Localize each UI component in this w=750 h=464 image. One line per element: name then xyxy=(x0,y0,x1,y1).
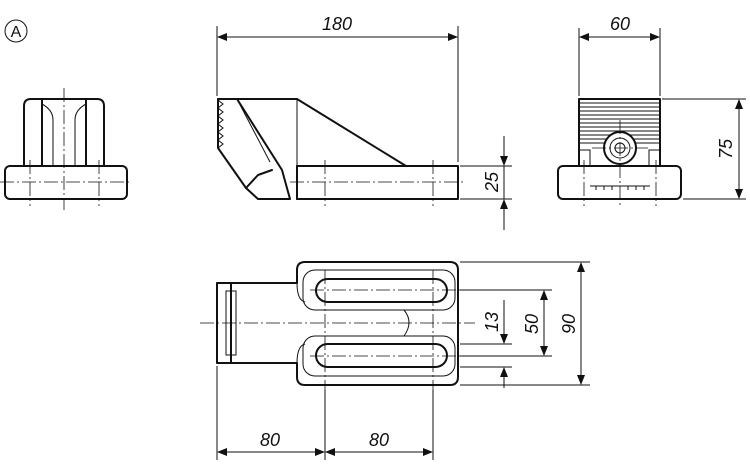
view-a-marker: A xyxy=(4,19,28,43)
plan-view-slot-top xyxy=(315,278,448,303)
front-view-jaw xyxy=(217,98,291,200)
side-view: 60 75 xyxy=(557,14,746,206)
view-a-circle xyxy=(4,19,28,43)
left-end-view xyxy=(0,88,130,210)
side-view-notch-right xyxy=(648,149,660,166)
dim-13-label: 13 xyxy=(482,312,502,332)
dim-180-label: 180 xyxy=(322,14,352,34)
plan-view-slot-bottom xyxy=(315,343,448,368)
left-view-slot-curve-left xyxy=(41,103,54,166)
front-view: 180 25 xyxy=(216,14,512,230)
dim-75-label: 75 xyxy=(716,138,736,159)
side-view-serrations xyxy=(580,102,659,144)
side-view-base xyxy=(557,165,682,200)
plan-view-body-curve-top xyxy=(296,282,306,303)
dim-50-label: 50 xyxy=(522,314,542,334)
plan-view-internal-curve xyxy=(403,309,410,337)
dim-80-right-label: 80 xyxy=(369,430,389,450)
plan-view-outline xyxy=(216,261,459,386)
dim-80-left-label: 80 xyxy=(260,430,280,450)
left-view-slot-curve-right xyxy=(74,103,87,166)
dim-25-label: 25 xyxy=(482,171,502,193)
front-view-jaw-inner xyxy=(236,98,271,163)
front-view-slope xyxy=(236,98,407,167)
view-a-label: A xyxy=(11,24,22,41)
side-view-notch-left xyxy=(579,149,591,166)
dim-90-label: 90 xyxy=(559,314,579,334)
plan-view: 90 50 13 80 80 xyxy=(200,261,590,460)
front-view-base xyxy=(296,165,459,200)
left-view-base xyxy=(4,165,128,200)
plan-view-body-curve-bottom xyxy=(296,343,306,364)
dim-60-label: 60 xyxy=(610,14,630,34)
front-view-serrations xyxy=(217,99,224,149)
